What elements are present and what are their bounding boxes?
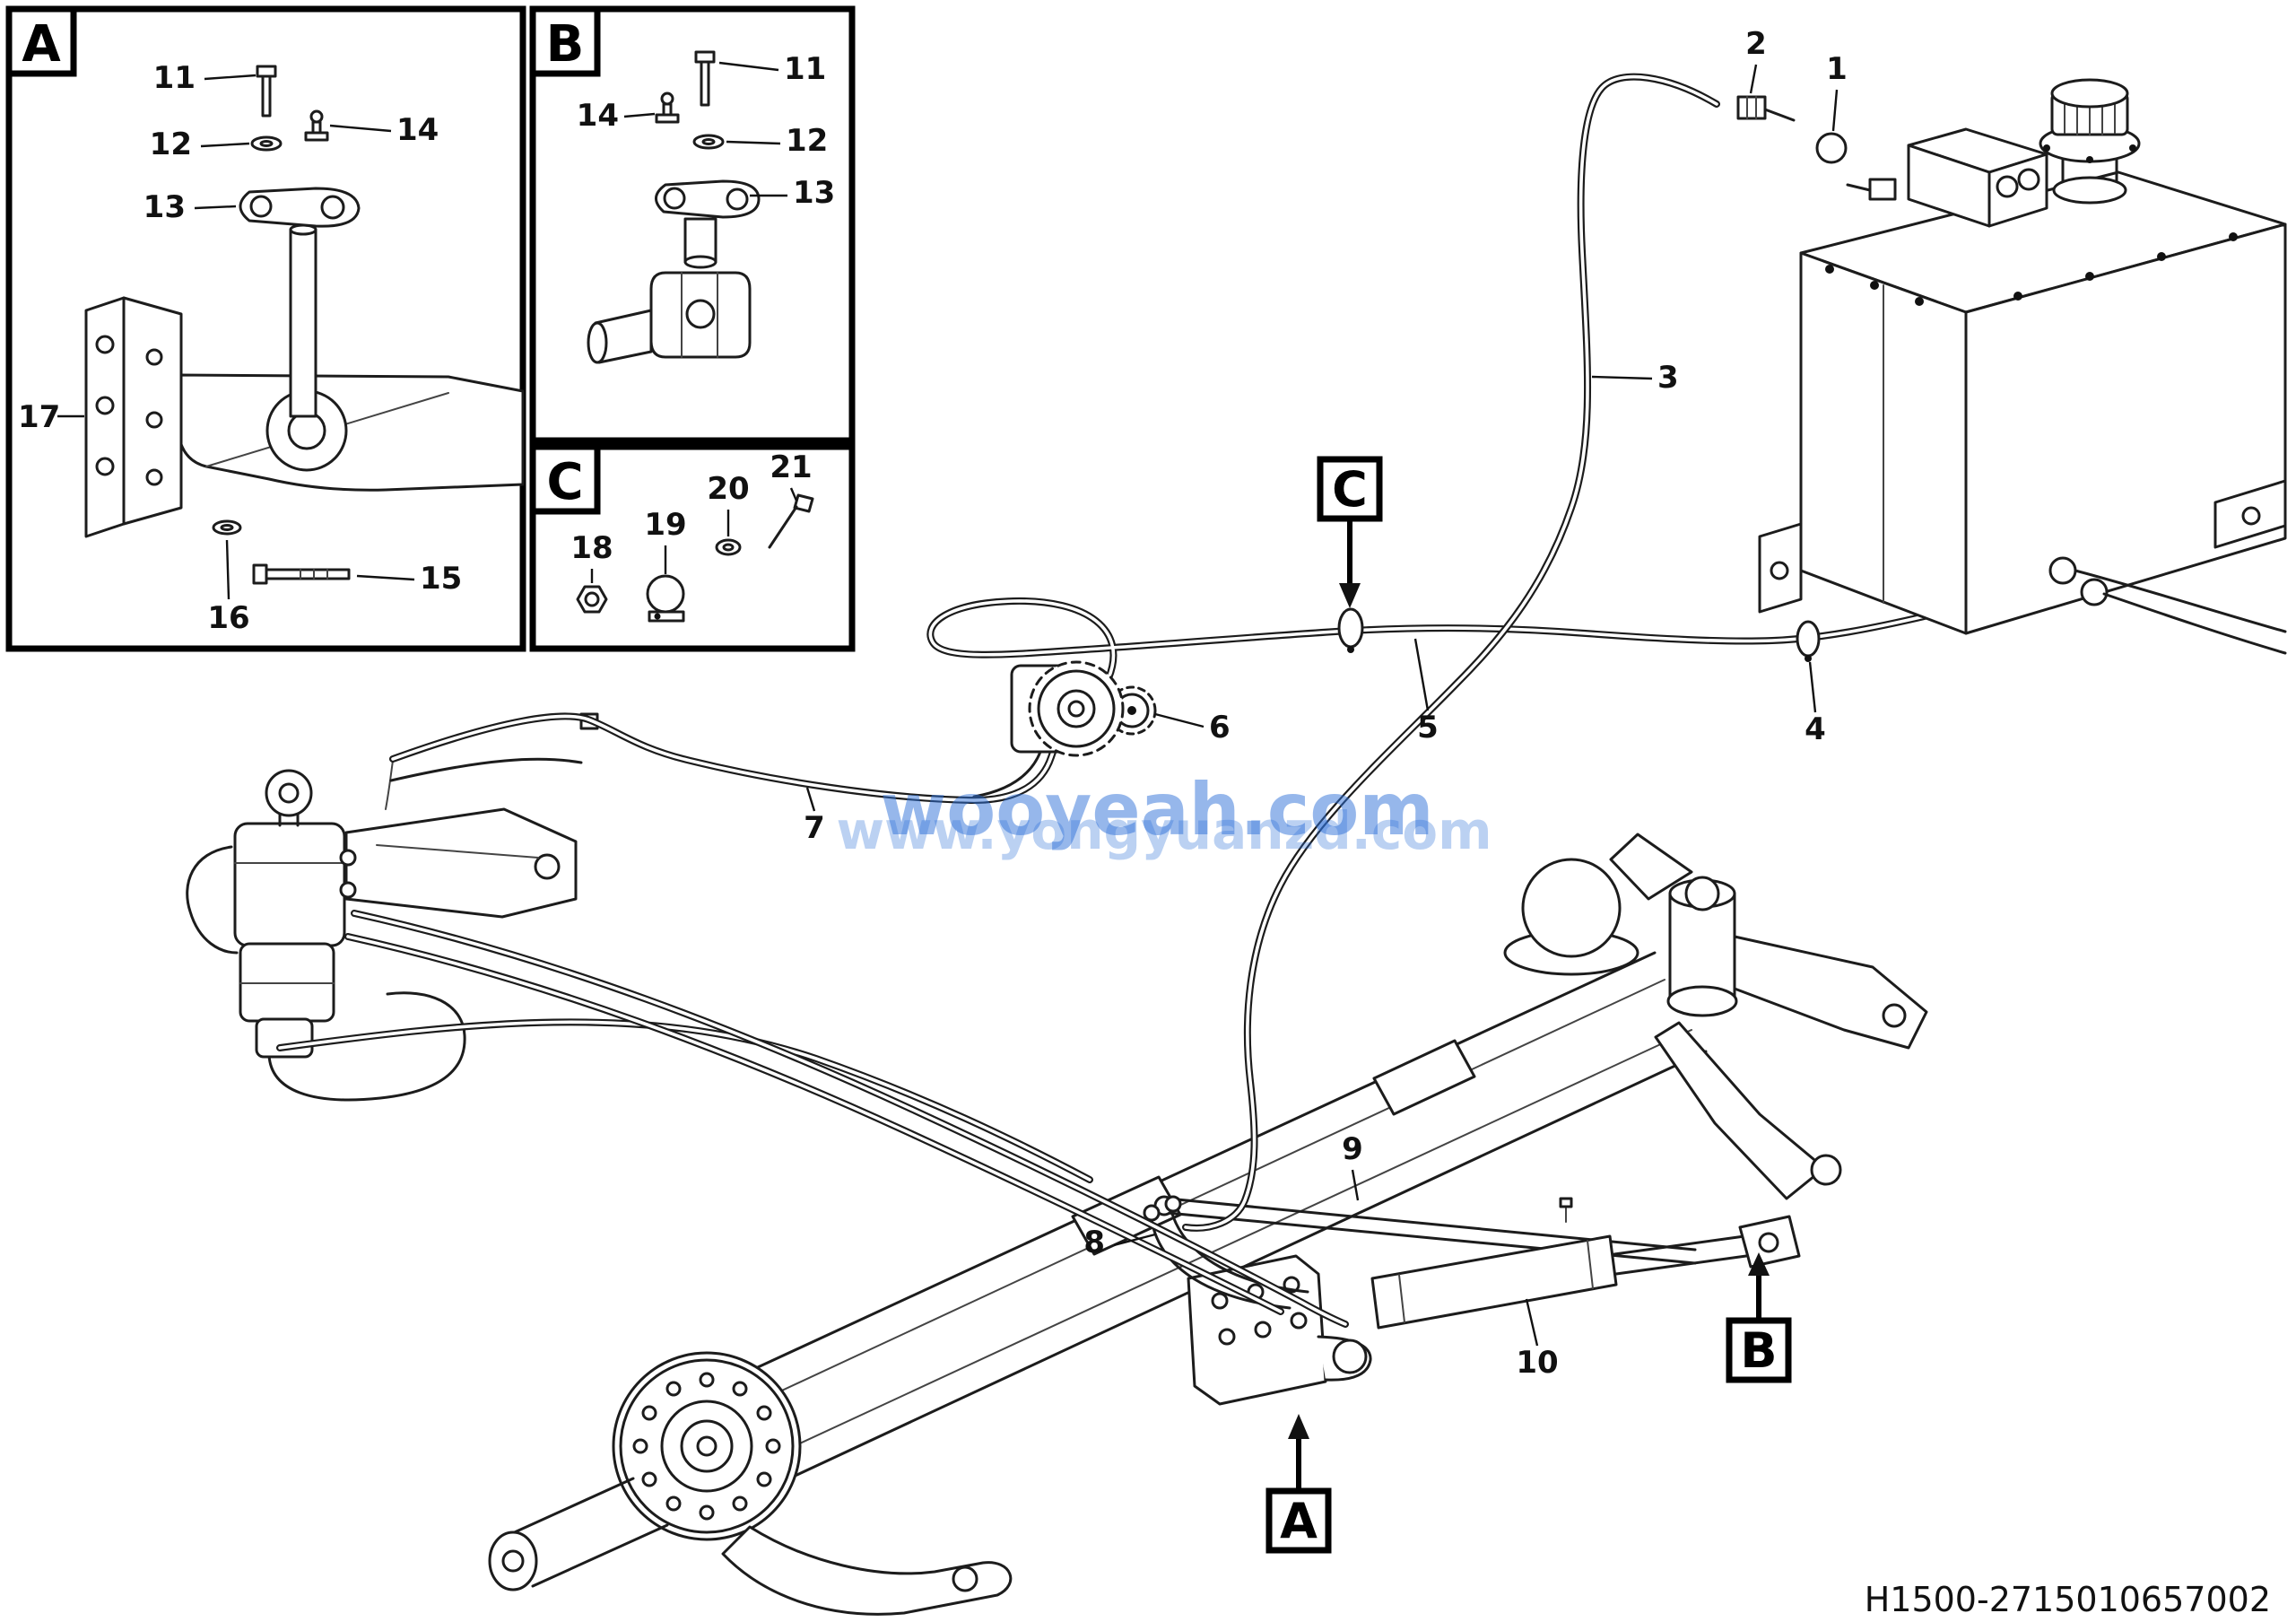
callout-21: 21 — [770, 449, 812, 485]
inset-a-label-box — [5, 5, 77, 77]
inset-a-label: A — [22, 15, 61, 74]
tank-valve-block — [1846, 127, 2048, 228]
bolt-11-b — [694, 50, 716, 64]
detail-markers: C A B — [1265, 456, 1792, 1554]
main-callouts: 2 1 3 5 4 6 7 9 8 10 — [804, 26, 1848, 1381]
callout-4: 4 — [1805, 711, 1826, 747]
callout-20: 20 — [707, 471, 749, 507]
inset-c-border — [529, 443, 856, 652]
marker-a-arrow — [1288, 1414, 1309, 1439]
gear-bracket-arm — [344, 807, 578, 919]
hydraulic-hoses — [280, 77, 1928, 1324]
hitch-arm — [176, 373, 525, 492]
callout-11-a: 11 — [153, 60, 196, 96]
callout-12-a: 12 — [150, 126, 192, 162]
callout-6: 6 — [1209, 710, 1231, 746]
cylinder-body — [1370, 1234, 1618, 1330]
inset-b: B 11 14 12 13 — [529, 5, 856, 444]
bracket-17 — [122, 296, 183, 526]
marker-a-letter: A — [1280, 1493, 1318, 1549]
callout-19: 19 — [644, 507, 686, 543]
marker-a-box — [1265, 1487, 1332, 1554]
pivot-pin — [289, 228, 317, 418]
hose-union — [1164, 1195, 1182, 1213]
fitting-2 — [1736, 95, 1767, 120]
inset-a-border — [5, 5, 526, 652]
bolt-21 — [793, 493, 814, 513]
tie-rod-clamp-bolt — [1559, 1197, 1573, 1208]
tank-right-face — [1964, 222, 2287, 635]
callout-9: 9 — [1342, 1131, 1363, 1167]
marker-c-box — [1317, 456, 1383, 522]
clamp-19 — [646, 574, 685, 614]
inset-b-label-box — [529, 5, 601, 77]
marker-b-letter: B — [1740, 1322, 1777, 1379]
gear-housing — [233, 822, 346, 947]
marker-c-letter: C — [1332, 461, 1368, 518]
grease-fitting-14-a — [309, 109, 324, 124]
hose-clamp-c — [1337, 607, 1364, 649]
callout-2: 2 — [1745, 26, 1767, 62]
inset-a: A — [5, 5, 526, 652]
steering-cylinder-assembly — [1143, 1195, 1801, 1406]
inset-c-label: C — [546, 453, 583, 511]
inset-b-label: B — [546, 15, 585, 74]
washer-16 — [212, 519, 242, 536]
inset-c: C 18 19 20 21 — [529, 443, 856, 652]
hose-union — [1143, 1204, 1161, 1222]
bolt-15 — [252, 563, 268, 585]
axle-dome-mount — [1521, 858, 1622, 958]
watermark-primary: wooyeah.com — [880, 768, 1433, 851]
callout-18: 18 — [570, 530, 613, 566]
callout-16: 16 — [207, 600, 249, 636]
callout-13-a: 13 — [144, 189, 186, 225]
steering-arm — [721, 1525, 1013, 1616]
o-ring-1 — [1815, 132, 1848, 164]
tank-rim-screws — [1825, 232, 2238, 306]
callout-3: 3 — [1657, 360, 1679, 396]
callout-14-b: 14 — [577, 98, 619, 134]
bolt-11-a — [256, 65, 277, 78]
callout-5: 5 — [1417, 710, 1439, 746]
inset-c-label-box — [529, 443, 601, 515]
steering-pump — [972, 660, 1157, 798]
callout-1: 1 — [1826, 51, 1848, 87]
hub-bolt-circle — [632, 1372, 781, 1521]
callout-15: 15 — [420, 561, 462, 597]
callout-17: 17 — [18, 399, 60, 435]
front-axle-assembly — [488, 833, 1928, 1616]
callout-10: 10 — [1516, 1345, 1558, 1381]
spring-pad — [1372, 1039, 1476, 1116]
part-number: H1500-2715010657002 — [1865, 1580, 2271, 1619]
callout-12-b: 12 — [786, 123, 828, 159]
callout-13-b: 13 — [793, 175, 835, 211]
washer-20 — [715, 538, 742, 556]
marker-c-arrow — [1339, 583, 1361, 608]
inlet-fittings — [1736, 95, 1848, 164]
hose-clamp-4 — [1796, 620, 1821, 658]
marker-b-arrow — [1748, 1252, 1770, 1276]
marker-b-box — [1726, 1317, 1792, 1383]
grease-fitting-14-b — [660, 92, 674, 106]
steering-gear-assembly — [186, 712, 599, 1102]
washer-12-b — [692, 134, 725, 150]
inset-b-border — [529, 5, 856, 444]
callout-11-b: 11 — [784, 51, 826, 87]
callout-7: 7 — [804, 810, 825, 846]
callout-14-a: 14 — [396, 112, 439, 148]
hydraulic-oil-tank — [1758, 78, 2287, 655]
filler-cap — [2039, 78, 2141, 205]
washer-12-a — [250, 135, 283, 152]
watermark-secondary: www.yongyuanzd.com — [836, 800, 1492, 861]
callout-8: 8 — [1083, 1225, 1105, 1260]
